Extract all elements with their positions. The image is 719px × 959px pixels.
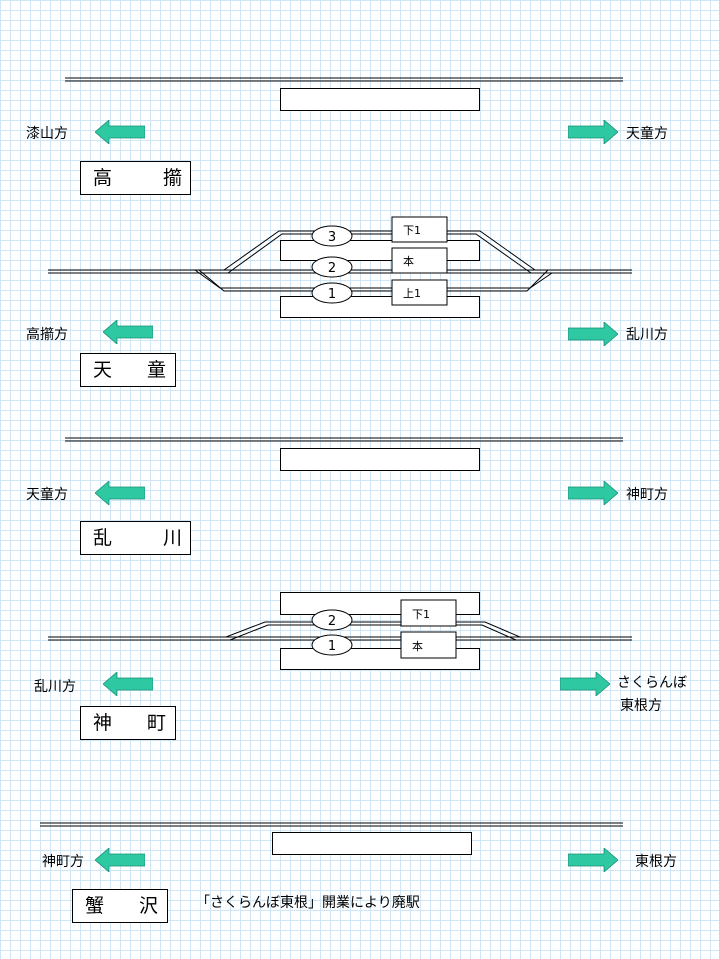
- platform: [280, 88, 480, 111]
- midaregawa-tracks: [65, 437, 623, 442]
- station-name-char: 天: [93, 359, 113, 381]
- track-use-text: 本: [412, 639, 423, 653]
- right-direction-label: 東根方: [620, 698, 662, 714]
- station-name-box: 高 擶: [80, 161, 191, 195]
- track-use-text: 本: [403, 254, 414, 268]
- station-name-char: 沢: [139, 895, 159, 917]
- arrow-left-icon: [95, 848, 145, 872]
- track-number-2: 2: [311, 609, 353, 631]
- track-number-1: 1: [311, 282, 353, 304]
- arrow-left-icon: [103, 320, 153, 344]
- right-direction-label: さくらんぼ: [617, 675, 687, 691]
- track-use-down1: 下1: [400, 599, 457, 627]
- platform: [280, 448, 480, 471]
- left-direction-label: 漆山方: [26, 126, 68, 142]
- station-name-box: 神 町: [80, 706, 176, 740]
- track-use-main: 本: [391, 247, 448, 274]
- station-name-char: 町: [147, 712, 167, 734]
- right-direction-label: 東根方: [635, 854, 677, 870]
- track-2: [229, 624, 517, 641]
- station-name-box: 乱 川: [80, 521, 191, 555]
- arrow-right-icon: [568, 481, 618, 505]
- track-number-text: 3: [328, 230, 336, 245]
- platform: [272, 832, 472, 855]
- track-3: [223, 230, 536, 271]
- closure-note: 「さくらんぼ東根」開業により廃駅: [196, 895, 420, 911]
- track-number-text: 2: [328, 614, 336, 629]
- arrow-right-icon: [568, 120, 618, 144]
- station-name-char: 神: [93, 712, 113, 734]
- track-1: [194, 269, 553, 289]
- station-name-char: 川: [163, 527, 183, 549]
- arrow-right-icon: [568, 848, 618, 872]
- station-name-box: 蟹 沢: [72, 889, 168, 923]
- track-use-text: 下1: [403, 224, 421, 237]
- track-number-3: 3: [311, 225, 353, 247]
- arrow-left-icon: [95, 120, 145, 144]
- track-use-text: 下1: [412, 608, 430, 621]
- track-number-2: 2: [311, 256, 353, 278]
- right-direction-label: 天童方: [626, 126, 668, 142]
- left-direction-label: 高擶方: [26, 327, 68, 343]
- track-use-main: 本: [400, 631, 457, 659]
- track-number-text: 2: [328, 261, 336, 276]
- arrow-right-icon: [560, 672, 610, 696]
- station-name-char: 高: [93, 167, 113, 189]
- right-direction-label: 乱川方: [626, 327, 668, 343]
- left-direction-label: 乱川方: [34, 679, 76, 695]
- track-use-text: 上1: [403, 287, 421, 300]
- takatama-tracks: [65, 77, 623, 82]
- right-direction-label: 神町方: [626, 487, 668, 503]
- track-1: [198, 269, 549, 292]
- station-name-box: 天 童: [80, 353, 176, 387]
- left-direction-label: 天童方: [26, 487, 68, 503]
- station-name-char: 乱: [93, 527, 113, 549]
- arrow-left-icon: [95, 481, 145, 505]
- track-use-up1: 上1: [391, 279, 448, 306]
- track-number-text: 1: [328, 287, 336, 302]
- track-3: [227, 233, 532, 274]
- station-name-char: 擶: [163, 167, 183, 189]
- arrow-right-icon: [568, 322, 618, 346]
- track-number-1: 1: [311, 634, 353, 656]
- station-name-char: 蟹: [85, 895, 105, 917]
- station-name-char: 童: [147, 359, 167, 381]
- track-2: [225, 621, 521, 638]
- left-direction-label: 神町方: [42, 854, 84, 870]
- track-use-down1: 下1: [391, 216, 448, 243]
- arrow-left-icon: [103, 672, 153, 696]
- track-number-text: 1: [328, 639, 336, 654]
- kanizawa-tracks: [40, 822, 623, 827]
